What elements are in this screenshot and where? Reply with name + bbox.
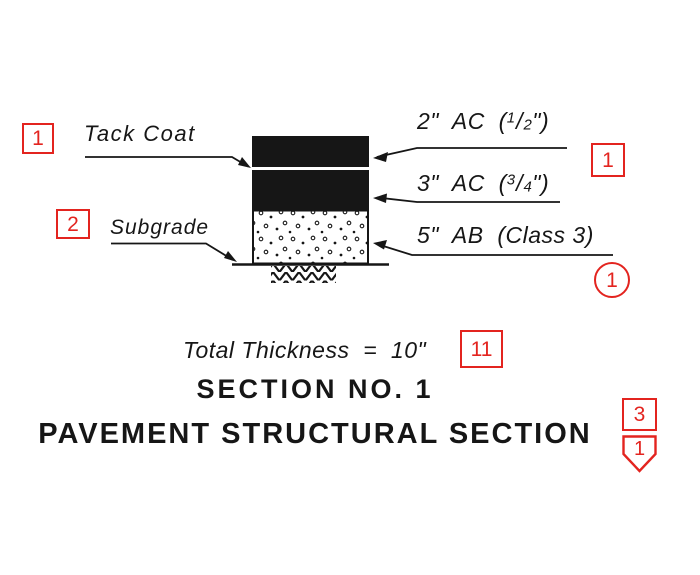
ac-top-label-prefix: 2" AC (: [417, 108, 507, 134]
ac-bottom-frac-den: 4: [523, 178, 533, 196]
ac-bottom-label-suffix: "): [532, 170, 550, 196]
ref-box-subgrade: 2: [56, 209, 90, 239]
ac-layer-2: [252, 170, 369, 210]
ac-top-label-suffix: "): [532, 108, 550, 134]
ac-bottom-label-prefix: 3" AC (: [417, 170, 507, 196]
ac-bottom-label: 3" AC (34"): [417, 170, 550, 196]
ref-box-total: 11: [460, 330, 503, 368]
ac-bottom-leader: [373, 193, 560, 203]
ac-top-fraction: 12: [506, 108, 533, 134]
detail-marker-bottom: 1: [622, 435, 657, 473]
subgrade-label: Subgrade: [110, 216, 210, 239]
ab-label: 5" AB (Class 3): [417, 222, 594, 248]
drawing-title: PAVEMENT STRUCTURAL SECTION: [38, 418, 592, 450]
earth-hatch: [271, 266, 336, 283]
detail-marker-bottom-number: 1: [633, 438, 646, 460]
ref-box-tack-coat: 1: [22, 123, 54, 154]
ac-bottom-frac-num: 3: [506, 171, 516, 189]
ac-top-frac-num: 1: [506, 109, 516, 127]
ref-circle-ab: 1: [594, 262, 630, 298]
fraction-slash: [516, 170, 524, 196]
detail-marker-pentagon-icon: [622, 435, 657, 473]
tack-coat-label: Tack Coat: [84, 121, 196, 146]
ac-layer-1: [252, 136, 369, 167]
ac-top-leader: [373, 147, 567, 162]
fraction-slash: [516, 108, 524, 134]
total-thickness-note: Total Thickness = 10": [183, 337, 427, 363]
ref-box-ac: 1: [591, 143, 625, 177]
ab-layer: [252, 209, 369, 265]
ac-top-label: 2" AC (12"): [417, 108, 550, 134]
tack-coat-leader: [85, 156, 251, 168]
subgrade-leader: [111, 242, 237, 262]
ac-top-frac-den: 2: [523, 116, 533, 134]
ac-bottom-fraction: 34: [506, 170, 533, 196]
detail-marker-top: 3: [622, 398, 657, 431]
section-number-title: SECTION NO. 1: [196, 374, 434, 404]
ab-leader: [373, 240, 613, 256]
